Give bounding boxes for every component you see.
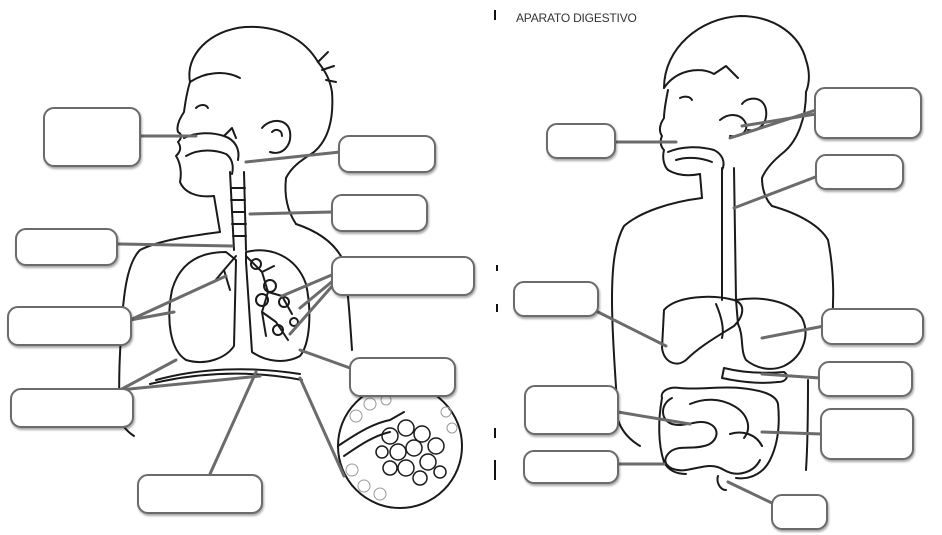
divider-tick bbox=[494, 460, 496, 480]
respiratory-label-box-diaphragm[interactable] bbox=[137, 474, 263, 514]
digestive-label-box-small-intestine[interactable] bbox=[820, 408, 914, 460]
respiratory-label-box-nose[interactable] bbox=[43, 107, 141, 167]
digestive-label-box-mouth[interactable] bbox=[546, 123, 616, 159]
respiratory-label-box-larynx[interactable] bbox=[15, 228, 118, 266]
respiratory-label-box-bronchi[interactable] bbox=[331, 256, 475, 296]
digestive-panel-title: APARATO DIGESTIVO bbox=[516, 11, 637, 25]
digestive-label-box-appendix[interactable] bbox=[523, 450, 619, 484]
respiratory-label-box-pharynx[interactable] bbox=[338, 135, 436, 173]
divider-tick bbox=[494, 10, 496, 20]
digestive-label-box-large-intestine[interactable] bbox=[524, 385, 619, 435]
respiratory-label-box-trachea[interactable] bbox=[331, 194, 428, 232]
digestive-label-box-salivary-glands[interactable] bbox=[814, 87, 922, 139]
divider-tick bbox=[496, 304, 498, 312]
divider-tick bbox=[494, 428, 496, 438]
divider-tick bbox=[496, 265, 498, 271]
digestive-label-box-esophagus[interactable] bbox=[815, 154, 904, 190]
respiratory-label-box-ribs[interactable] bbox=[10, 388, 134, 428]
digestive-label-box-pancreas[interactable] bbox=[818, 361, 913, 397]
respiratory-label-box-bronchioles[interactable] bbox=[349, 357, 456, 397]
digestive-label-box-liver[interactable] bbox=[513, 281, 599, 317]
digestive-figure bbox=[612, 16, 833, 490]
digestive-label-box-anus[interactable] bbox=[771, 494, 828, 530]
respiratory-label-box-lungs[interactable] bbox=[7, 306, 132, 346]
digestive-label-box-stomach[interactable] bbox=[821, 308, 924, 345]
